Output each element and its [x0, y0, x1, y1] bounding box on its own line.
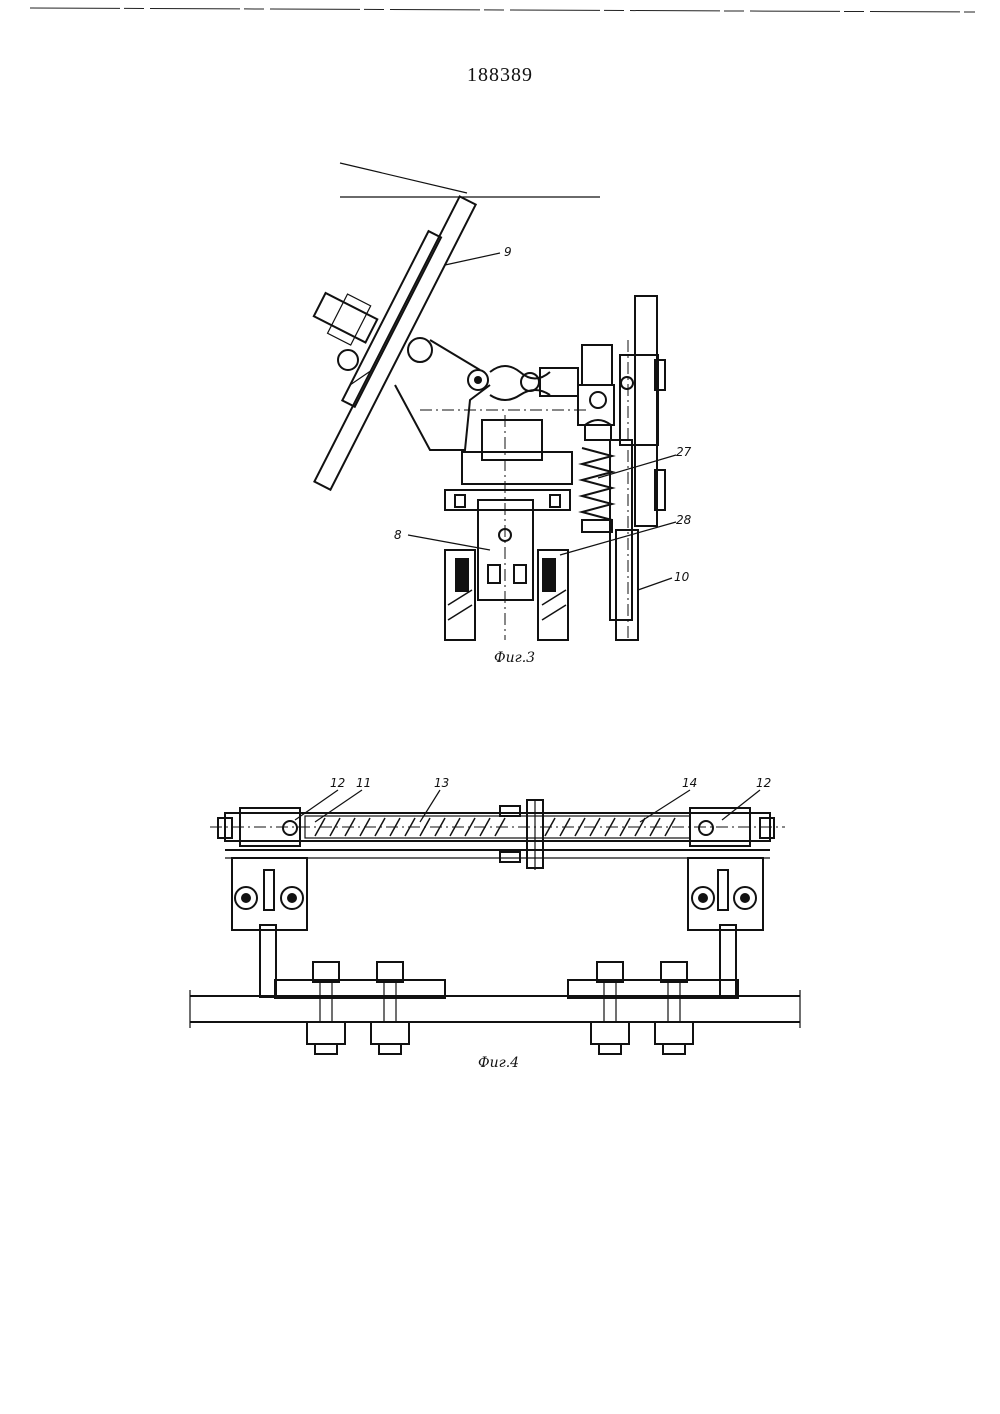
label-13: 13: [434, 776, 449, 790]
label-8: 8: [394, 528, 402, 542]
label-12-left: 12: [330, 776, 345, 790]
label-14: 14: [682, 776, 697, 790]
label-10: 10: [674, 570, 690, 584]
label-28: 28: [676, 513, 692, 527]
figure-4-drawing: [190, 800, 800, 1054]
figure-3-caption: Фиг.3: [494, 650, 535, 666]
figure-4-caption: Фиг.4: [478, 1055, 519, 1071]
label-11: 11: [356, 776, 371, 790]
label-9: 9: [504, 245, 512, 259]
figure-3-drawing: [304, 163, 665, 640]
label-27: 27: [676, 445, 692, 459]
label-12-right: 12: [756, 776, 771, 790]
tilted-plate: [304, 191, 476, 490]
